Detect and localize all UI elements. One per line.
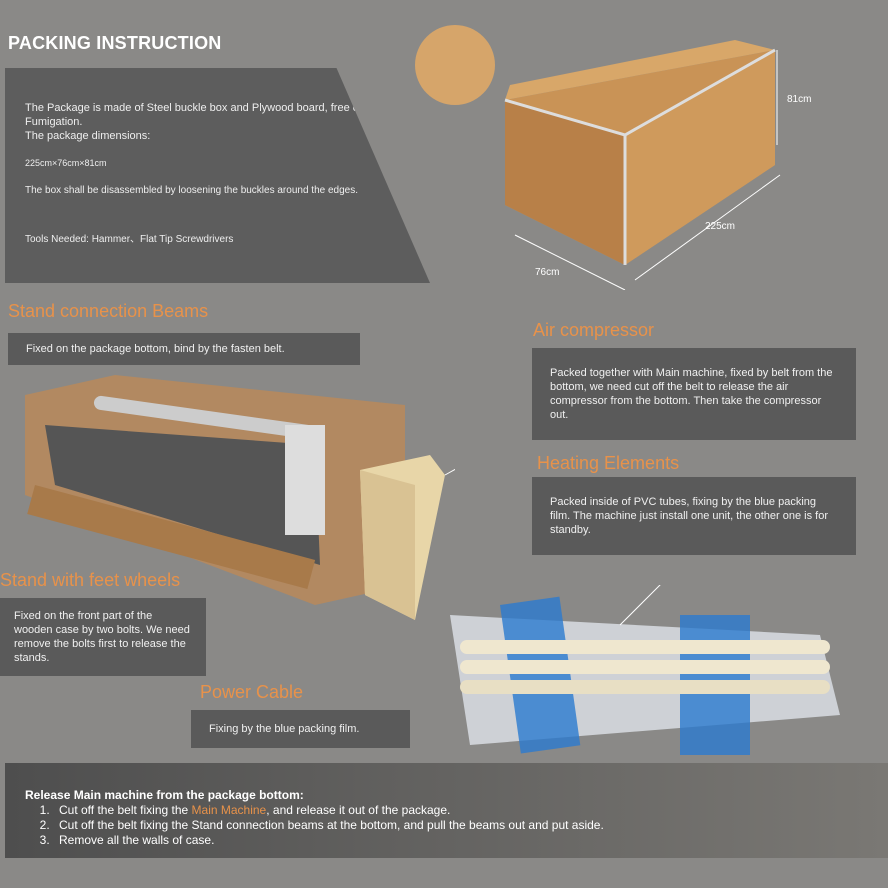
release-heading: Release Main machine from the package bo…: [25, 788, 304, 802]
compressor-note: Packed together with Main machine, fixed…: [532, 348, 856, 440]
main-machine-highlight: Main Machine: [191, 803, 267, 817]
beams-heading: Stand connection Beams: [8, 301, 209, 321]
release-step-2: Cut off the belt fixing the Stand connec…: [53, 818, 868, 833]
release-step-1: Cut off the belt fixing the Main Machine…: [53, 803, 868, 818]
heating-tubes-illustration: [450, 585, 840, 755]
crate-height-label: 81cm: [787, 94, 812, 105]
info-disassembly: The box shall be disassembled by looseni…: [25, 185, 358, 196]
info-tools: Tools Needed: Hammer、Flat Tip Screwdrive…: [25, 234, 234, 245]
page-title: PACKING INSTRUCTION: [8, 33, 222, 53]
crate-width-label: 76cm: [535, 267, 560, 278]
power-heading: Power Cable: [200, 682, 304, 702]
package-info-panel: The Package is made of Steel buckle box …: [5, 68, 430, 283]
machine-in-crate-illustration: [25, 375, 455, 620]
beams-note: Fixed on the package bottom, bind by the…: [8, 333, 360, 365]
heating-heading: Heating Elements: [537, 453, 680, 473]
info-dimensions: 225cm×76cm×81cm: [25, 158, 107, 168]
compressor-heading: Air compressor: [533, 320, 655, 340]
buckle-detail-image: [415, 25, 495, 105]
release-instructions: Release Main machine from the package bo…: [5, 763, 888, 858]
stand-heading: Stand with feet wheels: [0, 570, 181, 590]
crate-illustration: [415, 25, 781, 290]
power-note: Fixing by the blue packing film.: [191, 710, 410, 748]
stand-note: Fixed on the front part of the wooden ca…: [0, 598, 206, 676]
heating-note: Packed inside of PVC tubes, fixing by th…: [532, 477, 856, 555]
step-text: Cut off the belt fixing the: [59, 803, 192, 817]
info-material: The Package is made of Steel buckle box …: [25, 102, 362, 128]
crate-length-label: 225cm: [705, 221, 736, 232]
release-step-3: Remove all the walls of case.: [53, 833, 868, 848]
step-text: , and release it out of the package.: [266, 803, 451, 817]
info-dimensions-label: The package dimensions:: [25, 130, 151, 142]
